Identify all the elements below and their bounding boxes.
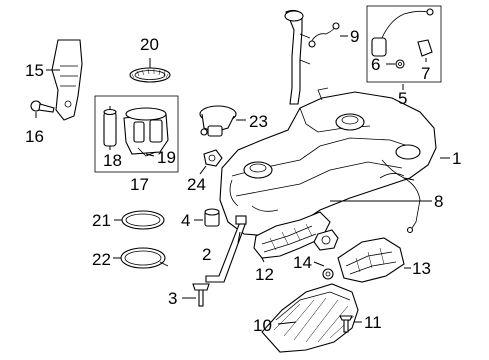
callout-8: 8 [434,192,443,211]
callout-3: 3 [168,289,177,308]
clamp-ring-22 [120,247,169,269]
callout-9: 9 [350,27,359,46]
o-ring-6 [395,59,405,69]
callout-23: 23 [249,112,268,131]
callout-5: 5 [398,89,407,108]
callout-14: 14 [293,253,312,272]
kit-box [366,5,442,83]
skid-plate-10 [261,283,359,353]
callout-19: 19 [157,148,176,167]
bracket-15 [51,39,83,121]
callout-18: 18 [103,151,122,170]
connector-24 [203,149,223,167]
lock-ring-20 [129,67,171,83]
bolt-3 [192,283,210,307]
callout-24: 24 [187,175,206,194]
bolt-16 [30,100,55,113]
bolt-11 [339,315,353,333]
bumper-4 [204,208,220,227]
fuel-tank [219,87,437,237]
gasket-21 [121,210,165,230]
callout-6: 6 [371,55,380,74]
callout-labels: 1 2 3 4 5 6 7 8 9 10 11 12 13 14 15 16 1… [25,27,461,335]
nut-14 [313,229,339,280]
callout-21: 21 [92,211,111,230]
fuel-pump-module [123,107,169,157]
fuel-filter-18 [103,106,117,147]
leader-lines [35,58,450,325]
filler-neck [284,9,311,105]
vent-hose [308,22,340,48]
callout-12: 12 [255,265,274,284]
tank-strap-2 [205,215,247,283]
callout-2: 2 [202,245,211,264]
level-sender-23 [199,105,237,137]
heat-shield-13 [337,237,405,283]
pump-kit-box [94,95,179,173]
callout-22: 22 [92,250,111,269]
callout-13: 13 [412,259,431,278]
callout-16: 16 [25,127,44,146]
callout-1: 1 [452,149,461,168]
callout-15: 15 [25,61,44,80]
callout-17: 17 [130,175,149,194]
callout-11: 11 [364,313,382,332]
callout-4: 4 [181,211,190,230]
callout-7: 7 [421,64,430,83]
callout-10: 10 [253,316,272,335]
wiring-harness [371,8,434,57]
callout-20: 20 [140,35,159,54]
